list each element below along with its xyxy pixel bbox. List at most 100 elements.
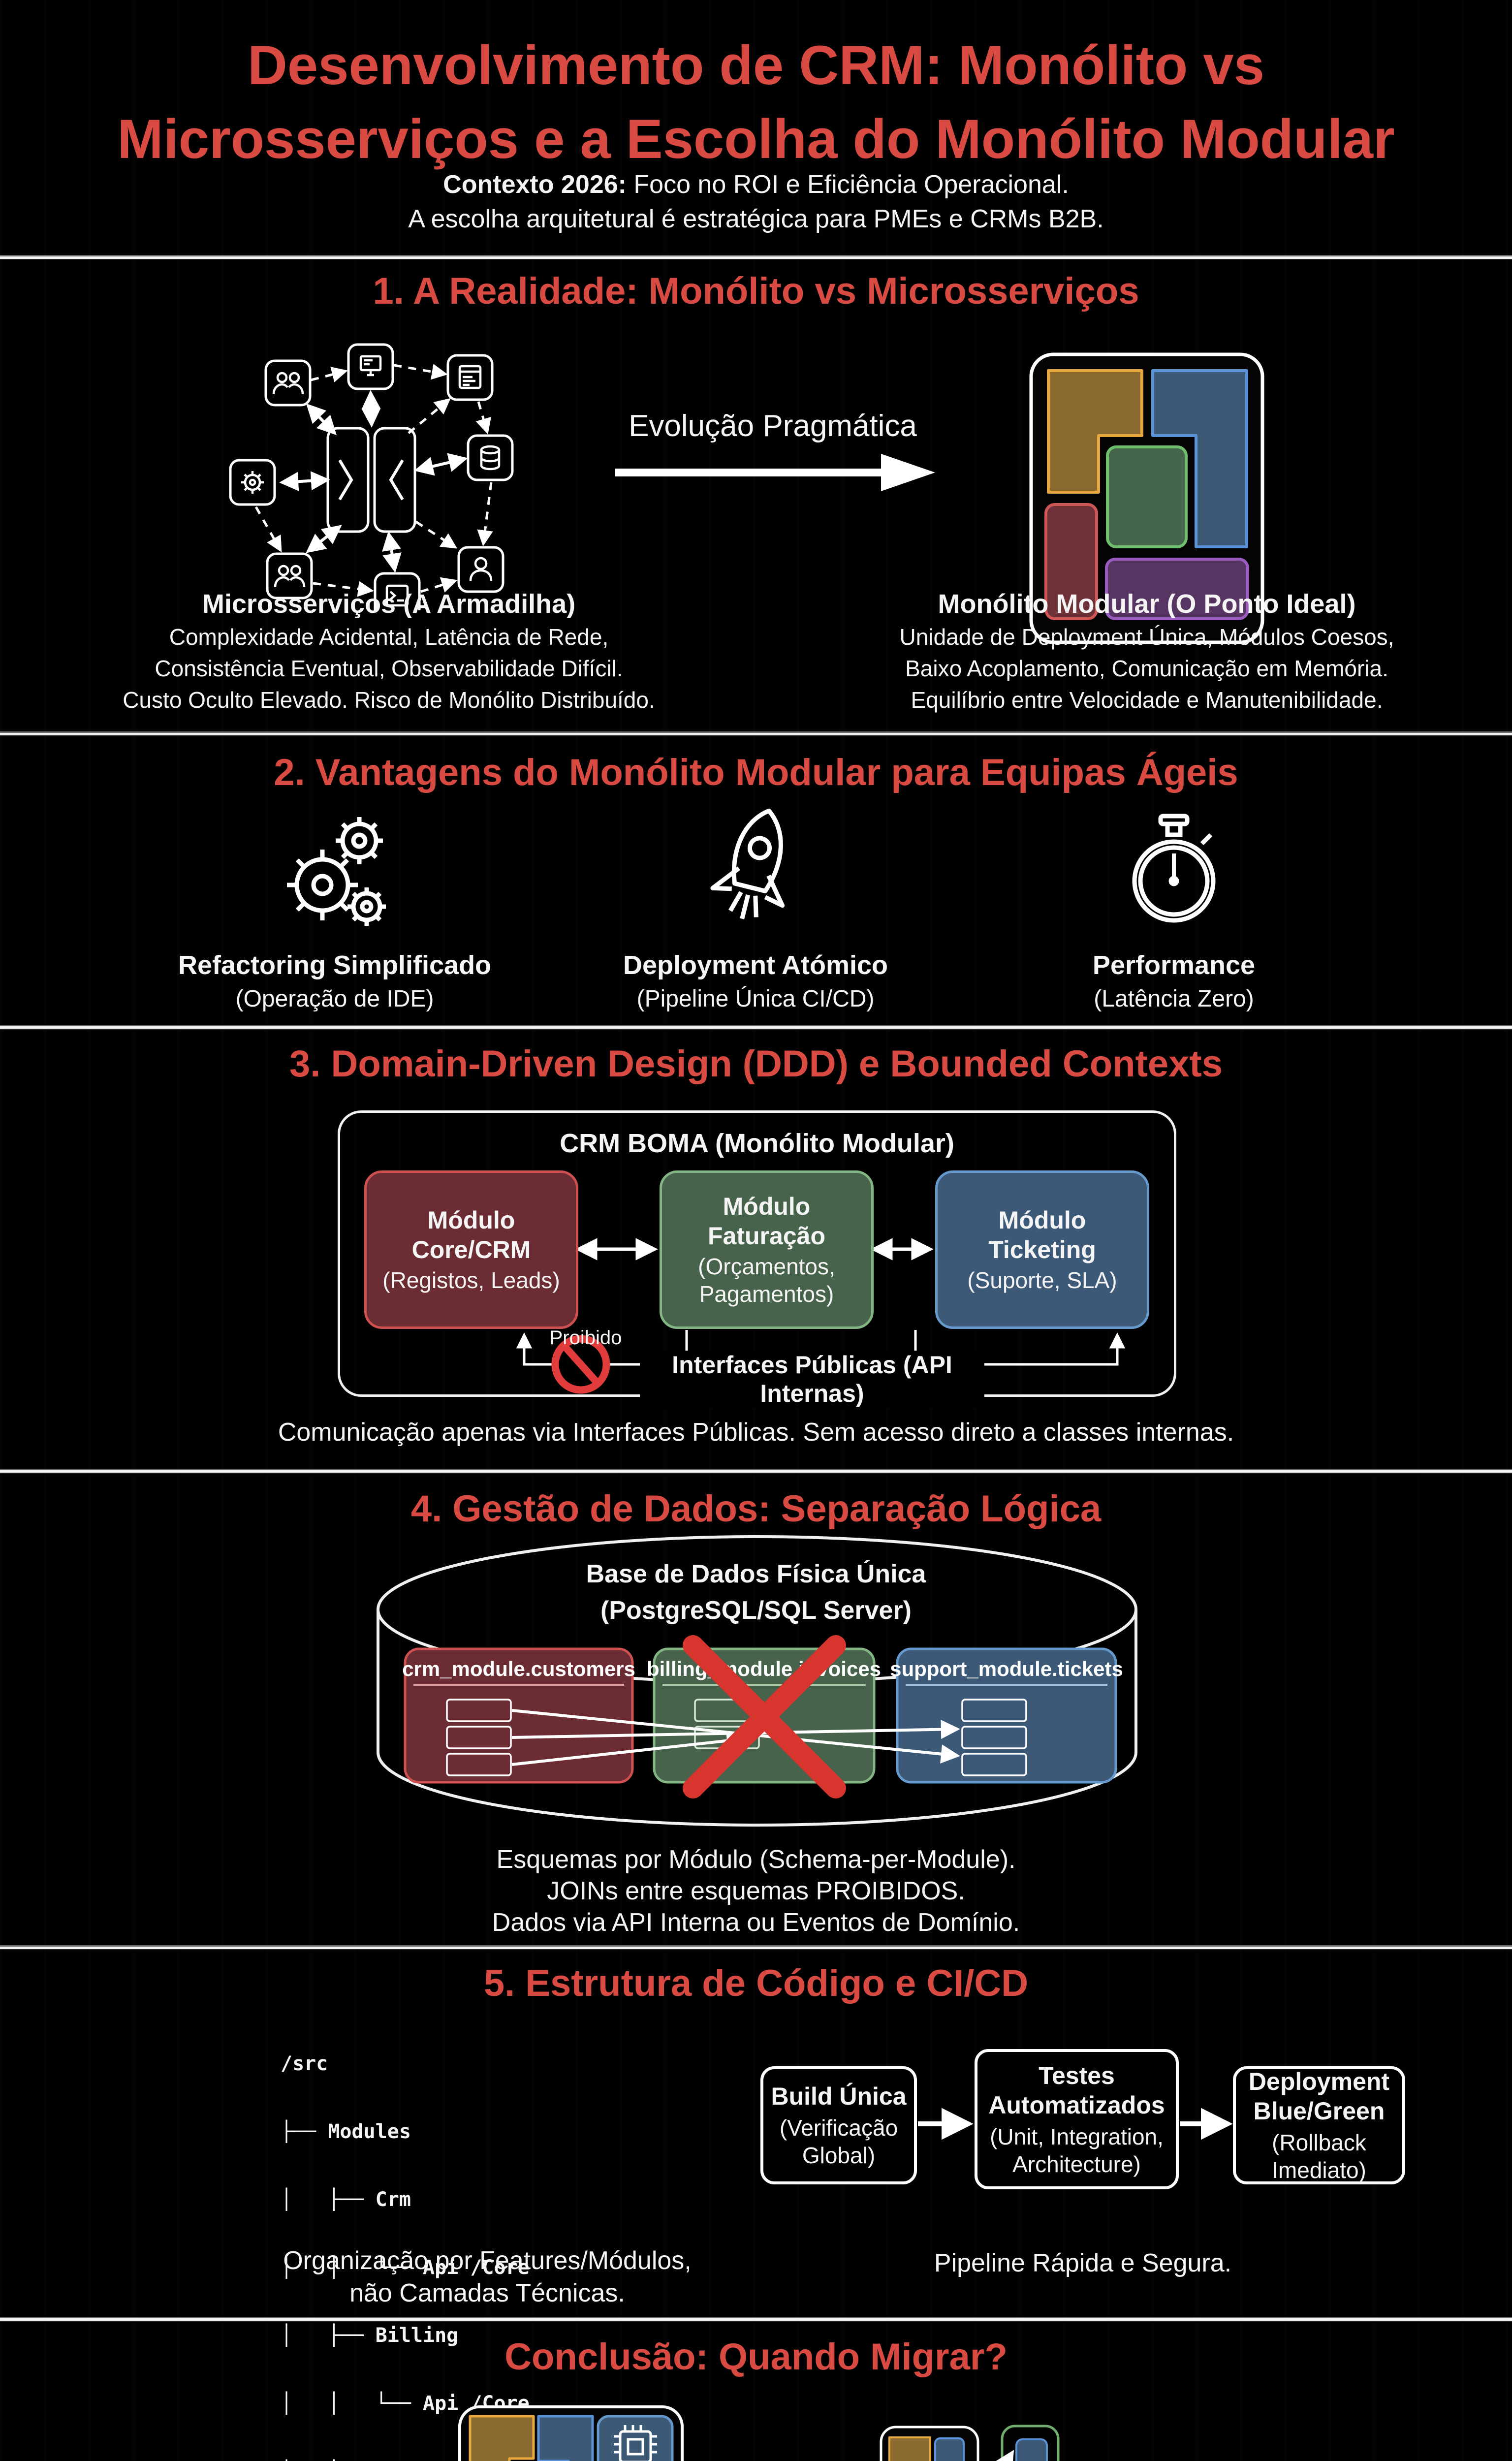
module-block-orange	[469, 2415, 535, 2461]
tree-line: ├── Modules	[281, 2120, 411, 2143]
pipeline-step-subtitle: (Rollback Imediato)	[1272, 2130, 1366, 2183]
section-divider	[0, 1945, 1512, 1950]
red-x-icon	[683, 1635, 846, 1798]
module-block-red	[1044, 503, 1098, 620]
module-extraction-diagram	[880, 2425, 1060, 2461]
section3-heading: 3. Domain-Driven Design (DDD) e Bounded …	[289, 1043, 1223, 1085]
module-block-blue	[1151, 369, 1248, 548]
tree-line: │ ├── Crm	[281, 2188, 411, 2211]
section4-caption-line: JOINs entre esquemas PROIBIDOS.	[547, 1877, 965, 1905]
evolution-arrow-icon	[615, 454, 935, 491]
advantage-title: Refactoring Simplificado	[178, 950, 492, 980]
advantage-subtitle: (Operação de IDE)	[235, 986, 434, 1012]
page-subtitle-line1: Contexto 2026: Foco no ROI e Eficiência …	[0, 170, 1512, 199]
section-divider	[0, 1469, 1512, 1474]
code-tree: /src ├── Modules │ ├── Crm │ │ └── Api /…	[281, 2007, 530, 2461]
gear-icon	[229, 459, 276, 506]
pipeline-caption: Pipeline Rápida e Segura.	[934, 2249, 1232, 2277]
module-block-orange	[1047, 369, 1143, 494]
schema-name: crm_module.customers	[402, 1657, 635, 1680]
tree-line: /src	[281, 2052, 328, 2075]
tree-caption-line: Organização por Features/Módulos,	[283, 2246, 692, 2275]
section1-heading: 1. A Realidade: Monólito vs Microsserviç…	[373, 270, 1139, 312]
tree-line: │ ├── Billing	[281, 2324, 459, 2347]
subtitle-context-label: Contexto 2026:	[443, 170, 627, 199]
person-icon	[457, 546, 504, 593]
caption-line: Baixo Acoplamento, Comunicação em Memóri…	[905, 656, 1388, 681]
section5-heading: 5. Estrutura de Código e CI/CD	[483, 1962, 1029, 2004]
extracted-module-blue	[1015, 2438, 1048, 2461]
page-title-line2: Microsserviços e a Escolha do Monólito M…	[117, 108, 1395, 170]
pipeline-step-title: Deployment Blue/Green	[1248, 2068, 1390, 2125]
people-icon	[266, 552, 313, 599]
monitor-icon	[347, 343, 394, 390]
schema-box-crm: crm_module.customers	[402, 1647, 635, 1784]
pipeline-step-build: Build Única (Verificação Global)	[760, 2066, 917, 2184]
stopwatch-icon	[1132, 814, 1216, 923]
monolith-caption: Monólito Modular (O Ponto Ideal) Unidade…	[854, 587, 1440, 716]
pipeline-step-subtitle: (Verificação Global)	[779, 2115, 898, 2168]
service-core-nodes	[326, 427, 416, 533]
conclusion-heading: Conclusão: Quando Migrar?	[504, 2336, 1008, 2378]
tree-caption-line: não Camadas Técnicas.	[349, 2279, 625, 2307]
section3-caption: Comunicação apenas via Interfaces Públic…	[278, 1418, 1234, 1447]
schema-name: billing_module.invoices	[647, 1657, 881, 1680]
module-subtitle: (Suporte, SLA)	[967, 1267, 1117, 1293]
tree-line: │ │ └── Api /Core	[281, 2392, 530, 2415]
caption-line: Equilíbrio entre Velocidade e Manutenibi…	[911, 687, 1383, 713]
evolution-arrow-label: Evolução Pragmática	[629, 409, 917, 443]
pipeline-arrows	[918, 2108, 1233, 2140]
module-ticketing: Módulo Ticketing (Suporte, SLA)	[935, 1170, 1149, 1329]
tree-caption: Organização por Features/Módulos, não Ca…	[143, 2244, 832, 2309]
module-title: Módulo Ticketing	[988, 1206, 1096, 1263]
page-title-line1: Desenvolvimento de CRM: Monólito vs	[248, 34, 1264, 96]
schema-box-support: support_module.tickets	[890, 1647, 1123, 1784]
gears-icon	[287, 817, 386, 926]
advantage-item-refactoring: Refactoring Simplificado (Operação de ID…	[113, 950, 556, 1012]
interfaces-label: Interfaces Públicas (API Internas)	[640, 1351, 984, 1408]
module-faturacao: Módulo Faturação (Orçamentos, Pagamentos…	[660, 1170, 874, 1329]
microservices-caption-title: Microsserviços (A Armadilha)	[202, 589, 576, 619]
database-icon	[467, 434, 514, 481]
caption-line: Custo Oculto Elevado. Risco de Monólito …	[123, 687, 655, 713]
caption-line: Complexidade Acidental, Latência de Rede…	[169, 624, 609, 650]
pipeline-step-subtitle: (Unit, Integration, Architecture)	[990, 2123, 1164, 2177]
database-cylinder-diagram: crm_module.customers billing_module.invo…	[377, 1535, 1137, 1827]
advantage-title: Performance	[1092, 950, 1256, 980]
pipeline-step-tests: Testes Automatizados (Unit, Integration,…	[975, 2049, 1179, 2189]
module-title: Módulo Faturação	[708, 1193, 825, 1250]
schema-name: support_module.tickets	[890, 1657, 1123, 1680]
people-icon	[264, 359, 312, 407]
caption-line: Consistência Eventual, Observabilidade D…	[155, 656, 623, 681]
page-title: Desenvolvimento de CRM: Monólito vs Micr…	[0, 29, 1512, 176]
advantage-title: Deployment Atómico	[623, 950, 888, 980]
terminal-icon	[374, 572, 421, 610]
tree-line: │ │ └── Api /Core	[281, 2256, 530, 2279]
subtitle-context-rest: Foco no ROI e Eficiência Operacional.	[626, 170, 1069, 199]
section-divider	[0, 731, 1512, 736]
section-divider	[0, 2317, 1512, 2322]
advantage-item-deployment: Deployment Atómico (Pipeline Única CI/CD…	[534, 950, 977, 1012]
migrate-arrow-icon	[704, 2456, 866, 2461]
monolith-with-gpu-diagram: GPU	[458, 2405, 684, 2461]
page-subtitle-line2: A escolha arquitetural é estratégica par…	[408, 205, 1104, 233]
module-block-blue	[934, 2437, 965, 2461]
db-title: Base de Dados Física Única	[586, 1560, 926, 1588]
caption-line: Unidade de Deployment Única, Módulos Coe…	[899, 624, 1394, 650]
advantage-subtitle: (Latência Zero)	[1094, 986, 1254, 1012]
pipeline-step-deployment: Deployment Blue/Green (Rollback Imediato…	[1233, 2066, 1405, 2184]
section4-heading: 4. Gestão de Dados: Separação Lógica	[410, 1488, 1102, 1530]
module-core-crm: Módulo Core/CRM (Registos, Leads)	[364, 1170, 578, 1329]
module-block-purple	[1105, 558, 1249, 620]
module-block-blue	[537, 2415, 594, 2461]
advantage-subtitle: (Pipeline Única CI/CD)	[636, 986, 875, 1012]
rocket-icon	[710, 808, 785, 919]
monolith-caption-title: Monólito Modular (O Ponto Ideal)	[938, 589, 1356, 619]
browser-icon	[446, 354, 494, 401]
module-block-orange	[888, 2436, 931, 2461]
module-subtitle: (Registos, Leads)	[382, 1267, 560, 1293]
microservices-network-diagram	[229, 343, 514, 610]
microservices-caption: Microsserviços (A Armadilha) Complexidad…	[96, 587, 682, 716]
modular-monolith-diagram	[1029, 352, 1264, 644]
